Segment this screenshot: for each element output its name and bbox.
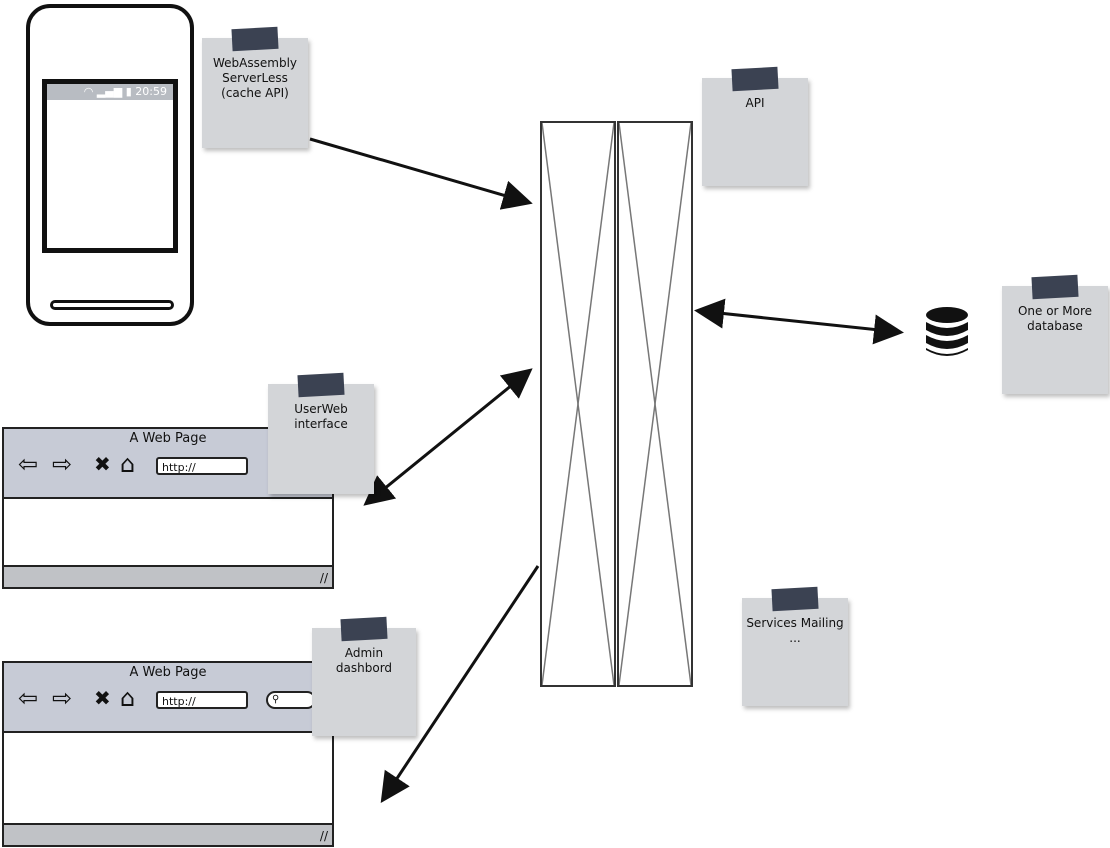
url-field[interactable]: http:// xyxy=(156,691,248,709)
browser-title: A Web Page xyxy=(129,665,207,680)
arrow-api-userweb xyxy=(363,368,533,506)
browser-title: A Web Page xyxy=(129,431,207,446)
mobile-phone: ◠ ▂▄▆ ▮ 20:59 xyxy=(26,4,194,326)
tape xyxy=(340,616,388,642)
close-icon[interactable]: ✖ xyxy=(94,686,111,710)
arrow-right-icon[interactable]: ⇨ xyxy=(52,450,73,478)
arrow-left-icon[interactable]: ⇦ xyxy=(18,684,39,712)
tape xyxy=(771,586,819,612)
note-api: API xyxy=(702,66,808,186)
note-text: WebAssembly ServerLess (cache API) xyxy=(213,56,297,100)
tape xyxy=(231,26,279,52)
resize-grip-icon[interactable]: // xyxy=(319,571,328,585)
wifi-icon: ◠ xyxy=(83,85,94,98)
note-text: UserWeb interface xyxy=(294,402,348,431)
note-userweb: UserWeb interface xyxy=(268,372,374,494)
url-field[interactable]: http:// xyxy=(156,457,248,475)
placeholder-cross xyxy=(542,123,614,685)
arrow-left-icon[interactable]: ⇦ xyxy=(18,450,39,478)
api-column-left xyxy=(540,121,616,687)
note-text: API xyxy=(745,96,765,110)
arrow-webassembly-to-api xyxy=(309,137,533,210)
phone-screen: ◠ ▂▄▆ ▮ 20:59 xyxy=(42,79,178,253)
note-text: One or More database xyxy=(1017,304,1093,333)
home-icon[interactable]: ⌂ xyxy=(120,684,136,712)
signal-icon: ▂▄▆ xyxy=(96,85,123,98)
note-admin: Admin dashbord xyxy=(312,616,416,736)
close-icon[interactable]: ✖ xyxy=(94,452,111,476)
battery-icon: ▮ xyxy=(125,85,132,98)
search-icon: ⚲ xyxy=(272,694,280,705)
phone-home-bar xyxy=(50,300,174,310)
api-column-right xyxy=(617,121,693,687)
note-webassembly: WebAssembly ServerLess (cache API) xyxy=(202,26,308,148)
database-icon xyxy=(926,307,968,356)
browser-toolbar: A Web Page ⇦ ⇨ ✖ ⌂ http:// ⚲ xyxy=(4,663,332,733)
browser-status-bar: // xyxy=(4,823,332,845)
tape xyxy=(1031,274,1079,300)
tape xyxy=(297,372,345,398)
note-text: Admin dashbord xyxy=(335,646,393,675)
tape xyxy=(731,66,779,92)
browser-status-bar: // xyxy=(4,565,332,587)
arrow-right-icon[interactable]: ⇨ xyxy=(52,684,73,712)
resize-grip-icon[interactable]: // xyxy=(319,829,328,843)
browser-window-admin: A Web Page ⇦ ⇨ ✖ ⌂ http:// ⚲ // xyxy=(2,661,334,847)
search-field[interactable]: ⚲ xyxy=(266,691,316,709)
phone-status-time: 20:59 xyxy=(135,85,167,98)
placeholder-cross xyxy=(619,123,691,685)
note-services: Services Mailing ... xyxy=(742,586,848,706)
note-text: Services Mailing ... xyxy=(746,616,844,645)
home-icon[interactable]: ⌂ xyxy=(120,450,136,478)
phone-status-bar: ◠ ▂▄▆ ▮ 20:59 xyxy=(47,84,173,100)
arrow-api-database xyxy=(694,298,904,345)
note-database: One or More database xyxy=(1002,274,1108,394)
